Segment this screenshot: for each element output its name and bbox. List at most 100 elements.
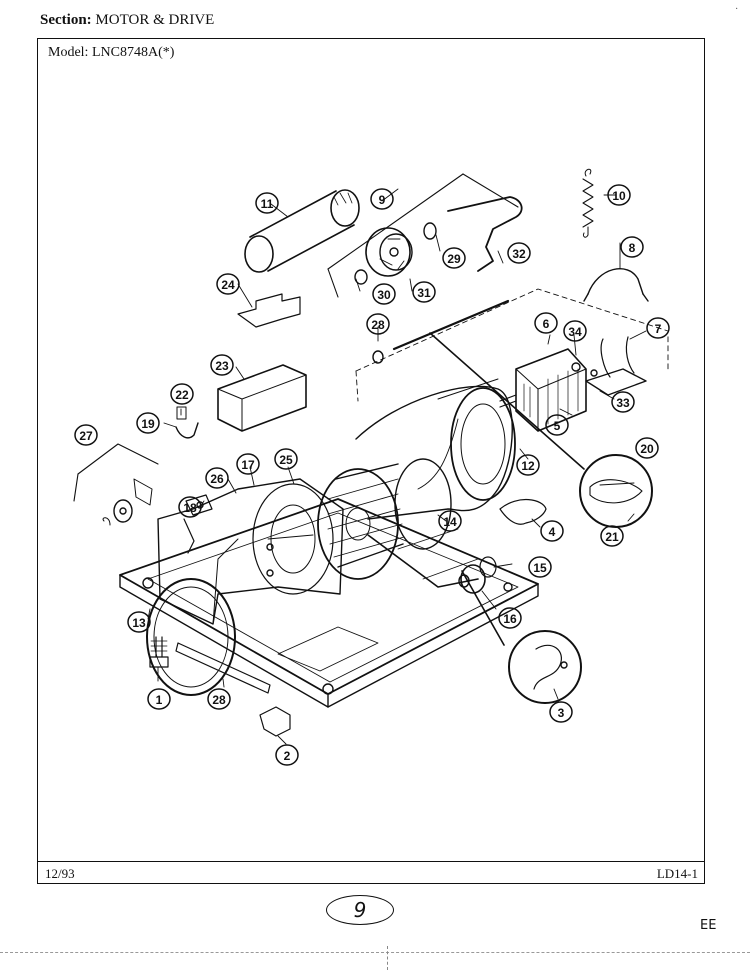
svg-text:17: 17 xyxy=(241,458,255,472)
svg-text:14: 14 xyxy=(443,515,457,529)
svg-text:2: 2 xyxy=(284,749,291,763)
idler-spring xyxy=(582,168,594,238)
svg-text:18: 18 xyxy=(183,501,197,515)
bottom-tick xyxy=(387,946,388,970)
callout-29a: 29 xyxy=(442,247,466,269)
bottom-rule xyxy=(0,952,750,953)
page-number: 9 xyxy=(326,895,394,925)
section-value: MOTOR & DRIVE xyxy=(95,12,215,28)
callout-20: 20 xyxy=(635,437,659,459)
model-value: LNC8748A(*) xyxy=(91,45,175,60)
svg-text:34: 34 xyxy=(568,325,582,339)
callout-21: 21 xyxy=(600,525,624,547)
idler-pulley xyxy=(354,222,437,285)
roller-bracket xyxy=(237,293,301,328)
callout-12: 12 xyxy=(516,454,540,476)
svg-text:29: 29 xyxy=(447,252,461,266)
idler-shaft xyxy=(372,299,510,364)
svg-text:7: 7 xyxy=(655,322,662,336)
callout-16: 16 xyxy=(498,607,522,629)
callout-22: 22 xyxy=(170,383,194,405)
base-strap xyxy=(175,642,271,694)
svg-text:31: 31 xyxy=(417,286,431,300)
callout-30: 30 xyxy=(372,283,396,305)
idler-arm xyxy=(447,196,523,272)
blower-wheel xyxy=(317,458,452,580)
callout-2: 2 xyxy=(275,744,299,766)
belt-clip xyxy=(175,406,199,439)
svg-text:13: 13 xyxy=(132,616,146,630)
svg-text:24: 24 xyxy=(221,278,235,292)
callout-4: 4 xyxy=(540,520,564,542)
bulkhead-panel xyxy=(157,478,344,625)
motor-cover-block xyxy=(217,364,307,432)
leveling-leg xyxy=(149,636,169,668)
callout-11: 11 xyxy=(255,192,279,214)
model-label: Model: xyxy=(48,45,89,60)
svg-text:15: 15 xyxy=(533,561,547,575)
svg-text:22: 22 xyxy=(175,388,189,402)
leader-lines xyxy=(147,188,647,745)
callout-8: 8 xyxy=(620,236,644,258)
revision-date: 12/93 xyxy=(45,866,75,881)
callout-13: 13 xyxy=(127,611,151,633)
callout-6: 6 xyxy=(534,312,558,334)
callout-5: 5 xyxy=(545,414,569,436)
bottom-clip xyxy=(259,706,291,737)
svg-text:28: 28 xyxy=(371,318,385,332)
assembly-boundaries xyxy=(355,288,669,402)
motor-mount-bracket xyxy=(585,336,647,396)
callout-bubbles: 11 9 10 32 29 31 30 8 24 28 6 34 7 23 33… xyxy=(74,184,670,766)
svg-text:10: 10 xyxy=(612,189,626,203)
callout-17: 17 xyxy=(236,453,260,475)
footer-rule xyxy=(38,861,704,862)
svg-text:32: 32 xyxy=(512,247,526,261)
svg-text:20: 20 xyxy=(640,442,654,456)
scan-speck: · xyxy=(735,4,739,15)
callout-26: 26 xyxy=(205,467,229,489)
callout-1: 1 xyxy=(147,688,171,710)
svg-text:12: 12 xyxy=(521,459,535,473)
svg-text:6: 6 xyxy=(543,317,550,331)
front-ring-seal xyxy=(146,578,236,696)
callout-18: 18 xyxy=(178,496,202,518)
callout-9: 9 xyxy=(370,188,394,210)
svg-text:25: 25 xyxy=(279,453,293,467)
svg-text:11: 11 xyxy=(261,197,274,211)
svg-text:33: 33 xyxy=(616,396,630,410)
blower-housing xyxy=(355,378,516,520)
callout-10: 10 xyxy=(607,184,631,206)
detail-circles xyxy=(367,332,653,704)
grouping-brackets xyxy=(73,173,519,502)
callout-25: 25 xyxy=(274,448,298,470)
callout-34: 34 xyxy=(563,320,587,342)
svg-text:8: 8 xyxy=(629,241,636,255)
callout-14: 14 xyxy=(438,510,462,532)
callout-31: 31 xyxy=(412,281,436,303)
svg-text:5: 5 xyxy=(554,419,561,433)
svg-text:3: 3 xyxy=(558,706,565,720)
svg-text:9: 9 xyxy=(379,193,386,207)
model-line: Model: LNC8748A(*) xyxy=(48,45,174,61)
svg-text:23: 23 xyxy=(215,359,229,373)
callout-15: 15 xyxy=(528,556,552,578)
drive-motor xyxy=(499,348,587,432)
callout-3: 3 xyxy=(549,701,573,723)
svg-text:16: 16 xyxy=(503,612,517,626)
page-code: LD14-1 xyxy=(656,866,698,881)
callout-28: 28 xyxy=(207,688,231,710)
switch-assembly xyxy=(102,478,195,554)
section-label: Section: xyxy=(40,12,92,28)
motor-clamp xyxy=(583,268,649,302)
callout-7: 7 xyxy=(646,317,670,339)
base-plate xyxy=(119,498,539,708)
drum-roller xyxy=(244,189,360,273)
callout-33: 33 xyxy=(611,391,635,413)
exploded-parts-diagram: 11 9 10 32 29 31 30 8 24 28 6 34 7 23 33… xyxy=(73,168,670,766)
corner-mark: EE xyxy=(700,918,717,933)
lint-cover xyxy=(499,499,547,525)
callout-19: 19 xyxy=(136,412,160,434)
svg-text:1: 1 xyxy=(156,693,163,707)
svg-text:30: 30 xyxy=(377,288,391,302)
callout-23: 23 xyxy=(210,354,234,376)
